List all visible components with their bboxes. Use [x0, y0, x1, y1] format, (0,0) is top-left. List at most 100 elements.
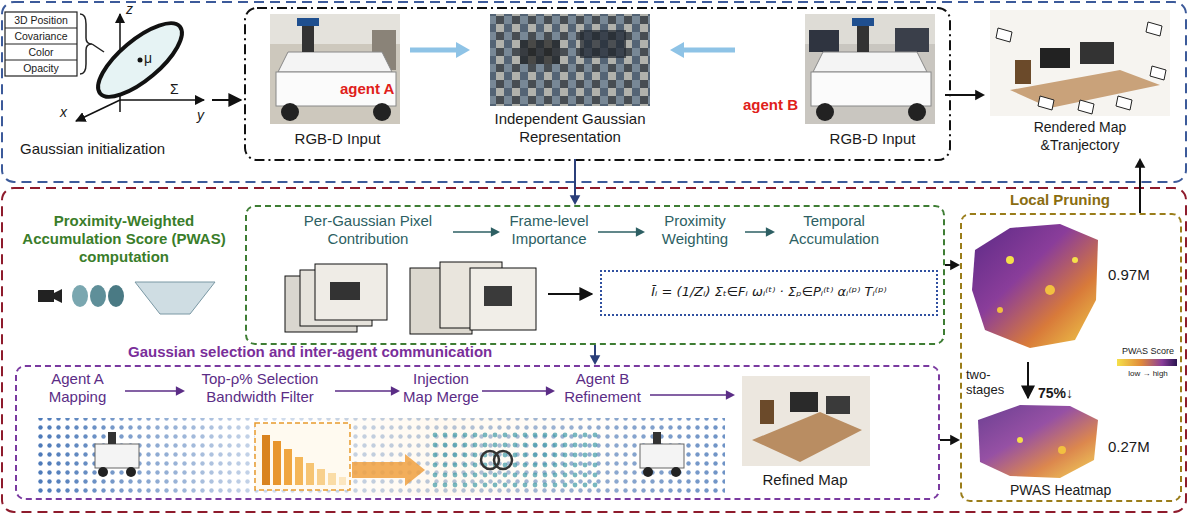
agent-input: agent A RGB-D Input	[265, 14, 410, 154]
attribute-label: 3D Position	[7, 13, 75, 27]
frame-images	[470, 268, 536, 330]
stage-label: two-stages	[966, 367, 1014, 397]
selection-strip	[255, 423, 350, 490]
pwas-heatmap	[972, 224, 1098, 348]
arrow-head	[975, 90, 985, 101]
robot-photo	[813, 52, 927, 72]
mean-label: μ	[144, 49, 158, 67]
connector-line	[410, 48, 457, 53]
rendered-map	[1038, 96, 1054, 110]
panel-frame	[2, 2, 1186, 182]
arrow-head	[176, 386, 185, 396]
robot-photo	[816, 103, 834, 121]
gaussian-mosaic	[490, 14, 650, 106]
robot-photo	[281, 103, 299, 121]
connector	[650, 390, 735, 400]
robot-photo	[852, 18, 874, 26]
figure-caption: Gaussian initialization	[20, 140, 230, 158]
pruning-panel: Local Pruning	[960, 213, 1182, 502]
selection-strip	[317, 469, 325, 485]
connector-line	[598, 231, 637, 233]
selection-strip	[126, 467, 136, 477]
frame-images	[285, 262, 592, 334]
refined-map: Refined Map	[735, 373, 875, 495]
selection-strip	[284, 449, 292, 485]
representation-box: Independent Gaussian Representation	[470, 14, 670, 159]
covariance-label: Σ	[170, 80, 186, 98]
connector	[940, 435, 960, 446]
robot-photo	[805, 14, 935, 124]
process-step: Injection Map Merge	[400, 370, 482, 412]
refined-map-image	[790, 392, 818, 412]
gaussian-mosaic	[490, 14, 650, 106]
pwas-heatmap	[1006, 256, 1014, 264]
process-step: Temporal Accumulation	[775, 212, 893, 254]
axis-label: z	[126, 0, 140, 18]
pwas-heatmap	[1072, 257, 1078, 263]
selection-strip	[95, 444, 139, 468]
robot-photo	[278, 52, 392, 72]
connector	[598, 227, 645, 237]
connector-line	[594, 345, 596, 356]
selection-strip	[273, 441, 281, 485]
gaussian-illustration	[92, 44, 104, 52]
connector	[335, 386, 400, 396]
gaussian-illustration	[5, 44, 77, 45]
robot-photo	[297, 18, 319, 26]
node-text: Agent A Mapping	[30, 370, 125, 406]
rendered-map	[1080, 42, 1114, 64]
rendered-map	[1150, 66, 1166, 80]
arrow-head	[1135, 158, 1146, 168]
gaussian-illustration	[212, 99, 241, 101]
axis-label: x	[60, 103, 74, 121]
selection-strip	[640, 444, 684, 468]
agent-label: agent A	[340, 80, 410, 98]
pwas-panel: Proximity-Weighted Accumulation Score (P…	[245, 205, 945, 345]
node-text: Proximity-Weighted Accumulation Score (P…	[15, 212, 233, 266]
rendered-map	[1078, 100, 1094, 114]
connector	[945, 260, 960, 271]
process-step: Proximity Weighting	[645, 212, 745, 254]
process-step: Frame-level Importance	[500, 212, 598, 254]
communication-panel: Gaussian selection and inter-agent commu…	[15, 365, 940, 500]
selection-strip	[494, 451, 512, 469]
rendered-map	[996, 28, 1012, 42]
robot-photo	[373, 103, 391, 121]
connector-line	[940, 439, 951, 441]
refined-map-image	[742, 376, 870, 466]
frame-images	[315, 264, 387, 320]
gaussian-illustration	[5, 28, 77, 29]
pwas-icon	[90, 285, 106, 307]
frame-images	[548, 293, 592, 295]
connector-line	[335, 390, 392, 392]
colorbar-title: PWAS Score	[1114, 345, 1182, 357]
selection-strip	[352, 454, 425, 486]
selection-strip	[295, 457, 303, 485]
figure-caption: PWAS Heatmap	[1010, 481, 1140, 499]
node-text: Proximity Weighting	[645, 212, 745, 248]
connector	[1135, 158, 1146, 213]
pwas-heatmap	[997, 307, 1003, 313]
gaussian-mosaic	[520, 40, 560, 64]
rendered-map	[990, 10, 1170, 116]
connector-line	[482, 390, 547, 392]
selection-strip	[643, 467, 653, 477]
rendered-map	[1146, 22, 1162, 36]
arrow-head	[670, 42, 684, 58]
rendered-map	[1015, 60, 1031, 84]
node-text: Local Pruning	[998, 191, 1122, 209]
attribute-label: Opacity	[7, 61, 75, 75]
input-label: RGB-D Input	[265, 130, 410, 148]
refined-map-image	[826, 396, 850, 414]
agent-label: agent B	[743, 96, 813, 114]
arrow-head	[950, 260, 960, 271]
process-step: Top-ρ% Selection Bandwidth Filter	[185, 370, 335, 412]
arrow-head	[391, 386, 400, 396]
robot-photo	[908, 103, 926, 121]
robot-photo	[270, 14, 400, 124]
connector-line	[745, 231, 767, 233]
pwas-icon	[54, 289, 62, 303]
